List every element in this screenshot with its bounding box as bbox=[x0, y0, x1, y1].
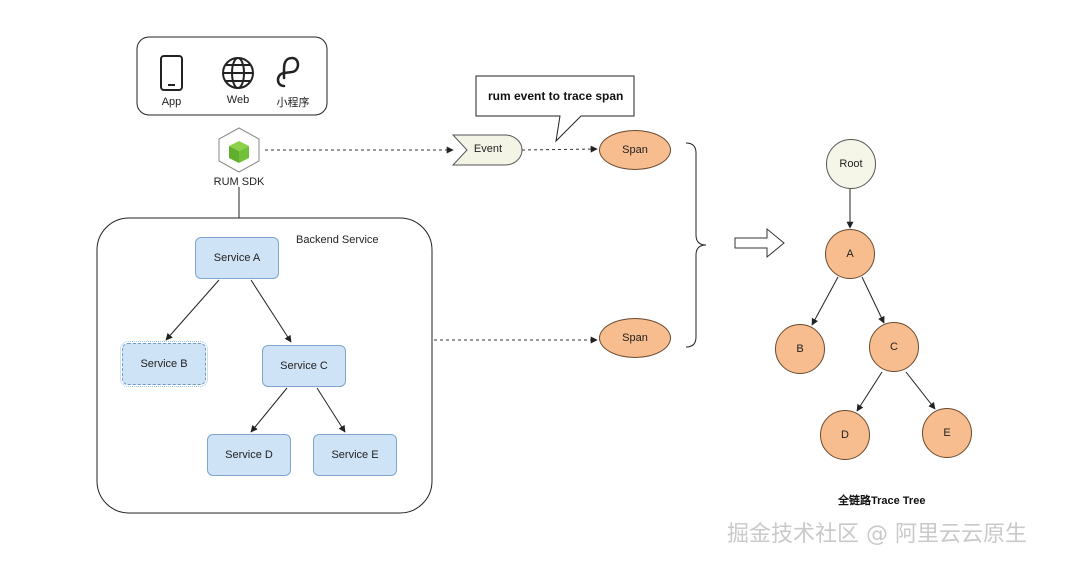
trace-tree-caption: 全链路Trace Tree bbox=[838, 495, 926, 507]
c-to-e-arrow bbox=[316, 387, 346, 433]
a-to-c-arrow bbox=[250, 279, 292, 343]
globe-icon bbox=[222, 57, 254, 89]
rum-sdk-cube-icon bbox=[218, 127, 260, 173]
callout-bubble bbox=[475, 75, 635, 143]
backend-service-title: Backend Service bbox=[296, 234, 379, 246]
phone-icon bbox=[160, 55, 183, 91]
service-e-box: Service E bbox=[313, 434, 397, 476]
rum-sdk-label: RUM SDK bbox=[213, 176, 265, 188]
c-to-d-arrow bbox=[250, 387, 288, 433]
a-to-c-tree-arrow bbox=[861, 276, 885, 324]
app-label: App bbox=[161, 96, 182, 108]
web-label: Web bbox=[226, 94, 250, 106]
event-shape bbox=[451, 134, 523, 166]
callout-text: rum event to trace span bbox=[488, 89, 624, 103]
service-b-box: Service B bbox=[120, 341, 208, 387]
tree-node-a: A bbox=[825, 229, 875, 279]
event-to-span-arrow bbox=[521, 145, 598, 153]
tree-node-c: C bbox=[869, 322, 919, 372]
service-c-box: Service C bbox=[262, 345, 346, 387]
tree-node-b: B bbox=[775, 324, 825, 374]
a-to-b-arrow bbox=[165, 279, 220, 341]
service-d-box: Service D bbox=[207, 434, 291, 476]
watermark-text: 掘金技术社区 @ 阿里云云原生 bbox=[727, 522, 1027, 547]
tree-root-node: Root bbox=[826, 139, 876, 189]
span-top-node: Span bbox=[599, 130, 671, 170]
mini-program-icon bbox=[276, 56, 300, 88]
miniprogram-label: 小程序 bbox=[276, 97, 310, 109]
c-to-d-tree-arrow bbox=[856, 371, 883, 412]
event-label: Event bbox=[473, 143, 503, 155]
c-to-e-tree-arrow bbox=[905, 371, 936, 410]
transform-arrow-icon bbox=[734, 227, 785, 259]
service-a-box: Service A bbox=[195, 237, 279, 279]
span-bottom-node: Span bbox=[599, 318, 671, 358]
tree-node-d: D bbox=[820, 410, 870, 460]
a-to-b-tree-arrow bbox=[811, 276, 839, 326]
tree-node-e: E bbox=[922, 408, 972, 458]
grouping-brace bbox=[685, 142, 707, 348]
